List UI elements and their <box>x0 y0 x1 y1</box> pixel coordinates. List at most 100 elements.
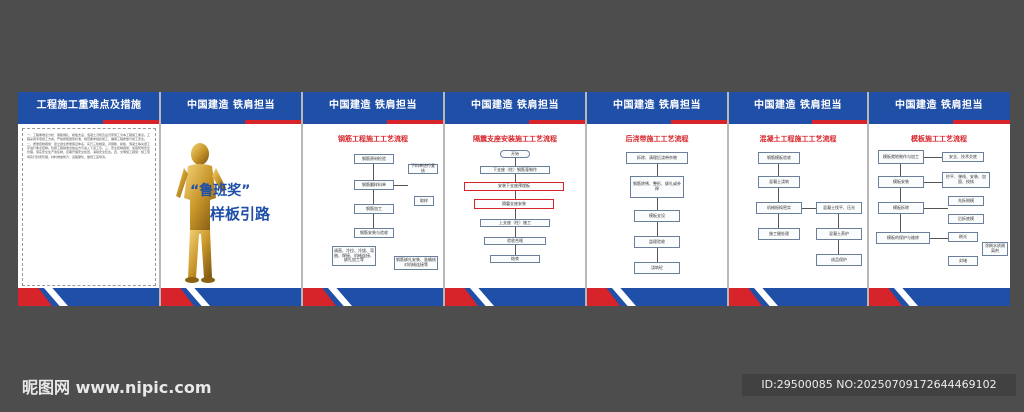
board-formwork: 中国建造 铁肩担当 模板施工工艺流程 模板就地制作与加工 安全、技术交底 模板安… <box>868 92 1010 306</box>
flow-step: 钢筋除锈、整形、绑扎或补焊 <box>630 176 684 198</box>
flow-step: 开始 <box>500 150 530 158</box>
flow-arrow <box>900 214 901 232</box>
board-divider <box>301 92 303 306</box>
flow-step: 模板就地制作与加工 <box>878 150 924 164</box>
flow-arrow <box>657 222 658 236</box>
board-divider <box>727 92 729 306</box>
flow-arrow <box>924 208 948 209</box>
flow-step: 模板安装 <box>878 176 924 188</box>
flow-step: 抄平、弹线、安装、加固、校核 <box>942 172 990 188</box>
panel-title: 模板施工工艺流程 <box>911 135 967 143</box>
flow-arrow <box>778 214 779 228</box>
board-header: 中国建造 铁肩担当 <box>302 92 444 120</box>
board-intro: 工程施工重难点及措施 <box>18 92 160 306</box>
flow-arrow <box>924 182 942 183</box>
flow-arrow <box>515 245 516 255</box>
board-header: 中国建造 铁肩担当 <box>444 92 586 120</box>
board-divider <box>585 92 587 306</box>
panel-title: 后浇带施工工艺流程 <box>625 135 689 143</box>
flow-step: 取样 <box>414 196 434 206</box>
header-stripe <box>302 120 444 124</box>
flow-arrow <box>778 188 779 202</box>
header-stripe <box>868 120 1010 124</box>
flow-step: 钢筋加工 <box>354 204 394 214</box>
slogan-line-2: 样板引路 <box>210 205 271 223</box>
board-header: 中国建造 铁肩担当 <box>586 92 728 120</box>
flow-step: 安全、技术交底 <box>942 152 984 162</box>
flow-step: 监理验收 <box>634 236 680 248</box>
flow-arrow <box>657 198 658 210</box>
flow-arrow <box>924 157 942 158</box>
flow-step: 先拆侧模 <box>948 196 984 206</box>
flow-step: 刷光 <box>948 232 978 242</box>
flow-step: 钢筋模板验收 <box>758 152 800 164</box>
flow-step: 钢筋原材检验 <box>354 154 394 164</box>
flow-arrow <box>930 238 948 239</box>
flow-step: 施工缝处理 <box>758 228 800 240</box>
flow-step: 钢筋绑扎安装、准确核对机械连接等 <box>394 256 438 270</box>
flow-step: 模板拆除 <box>878 202 924 214</box>
board-header: 中国建造 铁肩担当 <box>868 92 1010 120</box>
flow-step: 混凝土找平、压光 <box>816 202 862 214</box>
flow-step: 成品保护 <box>816 254 862 266</box>
flow-arrow <box>373 164 374 180</box>
flow-step: 隔震支座安装 <box>474 199 554 209</box>
board-seismic: 中国建造 铁肩担当 隔震支座安装施工工艺流程 开始 下支座（柱）钢筋笼制作 安装… <box>444 92 586 306</box>
flow-step: 浇筑砼 <box>634 262 680 274</box>
flow-arrow <box>373 190 374 204</box>
flow-arrow <box>515 174 516 182</box>
flow-arrow <box>838 214 839 228</box>
flow-arrow <box>657 164 658 176</box>
flow-step: 模板支设 <box>634 210 680 222</box>
header-stripe <box>18 120 160 124</box>
board-divider <box>867 92 869 306</box>
flow-arrow <box>900 164 901 176</box>
flow-step: 安装下支座预埋板 <box>464 182 564 191</box>
board-luban: 中国建造 铁肩担当 <box>160 92 302 306</box>
board-divider <box>159 92 161 306</box>
flow-step: 混凝土养护 <box>816 228 862 240</box>
header-stripe <box>586 120 728 124</box>
flow-step: 封堵 <box>948 256 978 266</box>
flow-step: 钢筋安装与验收 <box>354 228 394 238</box>
board-header: 工程施工重难点及措施 <box>18 92 160 120</box>
watermark-id: ID:29500085 NO:20250709172644469102 <box>742 374 1016 396</box>
flow-arrow <box>515 191 516 199</box>
flow-step: 模板的保护与维修 <box>876 232 930 244</box>
header-stripe <box>160 120 302 124</box>
board-concrete: 中国建造 铁肩担当 混凝土工程施工工艺流程 钢筋模板验收 混凝土浇筑 机械振捣密… <box>728 92 868 306</box>
flow-step: 涂刷水质隔离剂 <box>982 242 1008 256</box>
flow-arrow <box>802 208 816 209</box>
slogan-line-1: “鲁班奖” <box>190 183 251 199</box>
flow-step: 调直、冷拉、冷拔、弯曲、焊接、机械连接、绑扎加工等 <box>332 246 376 266</box>
flow-arrow <box>515 158 516 166</box>
flow-step: 验收合格 <box>484 237 546 245</box>
header-stripe <box>728 120 868 124</box>
flow-step: 下支座（柱）钢筋笼制作 <box>480 166 550 174</box>
flow-step: 机械振捣密实 <box>756 202 802 214</box>
flow-arrow <box>778 164 779 176</box>
panel-title: 隔震支座安装施工工艺流程 <box>473 135 557 143</box>
flow-step: 结束 <box>490 255 540 263</box>
flow-step: 拆除、清理后浇带杂物 <box>626 152 688 164</box>
board-header: 中国建造 铁肩担当 <box>160 92 302 120</box>
flow-arrow <box>657 248 658 262</box>
flow-arrow <box>900 188 901 202</box>
board-header: 中国建造 铁肩担当 <box>728 92 868 120</box>
panel-title: 钢筋工程施工工艺流程 <box>338 135 408 143</box>
board-divider <box>443 92 445 306</box>
flow-step: 上支座（柱）施工 <box>480 219 550 227</box>
flow-arrow <box>838 240 839 254</box>
flow-step: 下料单进行复核 <box>408 163 438 174</box>
flow-arrow <box>515 227 516 237</box>
flow-step: 钢筋翻样料单 <box>354 180 394 190</box>
flow-arrow <box>373 214 374 228</box>
flow-step: 混凝土浇筑 <box>758 176 800 188</box>
header-stripe <box>444 120 586 124</box>
flow-step: 后拆底模 <box>948 214 984 224</box>
board-postcast: 中国建造 铁肩担当 后浇带施工工艺流程 拆除、清理后浇带杂物 钢筋除锈、整形、绑… <box>586 92 728 306</box>
watermark-left: 昵图网 www.nipic.com <box>22 378 212 397</box>
flow-arrow <box>394 185 408 186</box>
intro-text-block: 一、工程重难点分析：钢筋绑扎、模板支设、混凝土浇筑及后浇带施工为本工程施工重点。… <box>22 128 156 286</box>
